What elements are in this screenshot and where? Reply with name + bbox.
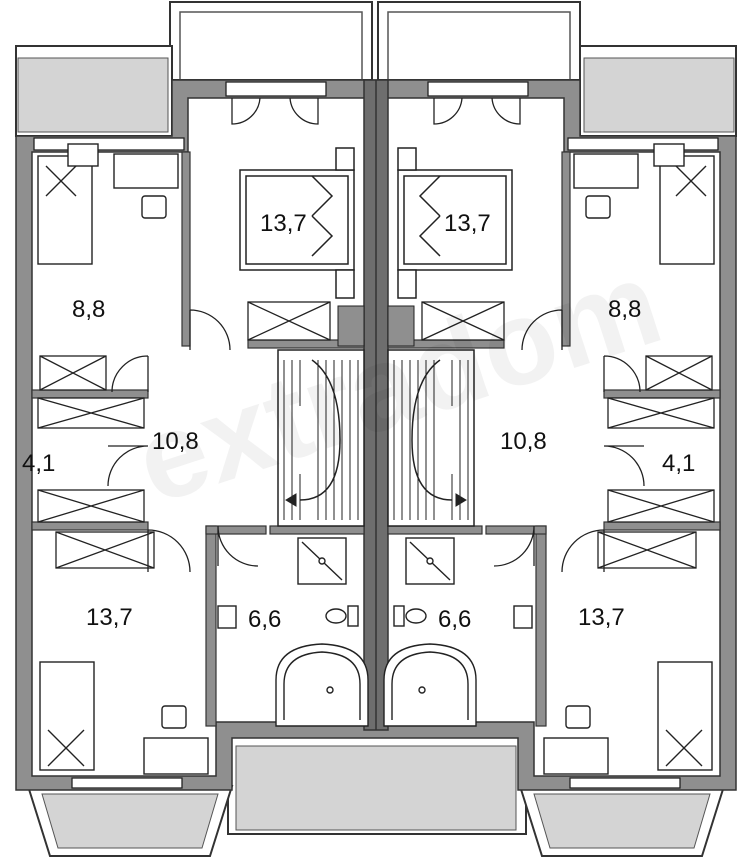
room-area-hall-left: 10,8 xyxy=(152,428,199,455)
room-area-storage-left: 4,1 xyxy=(22,450,56,477)
staircase-right xyxy=(387,305,475,527)
top-balcony-right xyxy=(377,1,581,81)
room-area-storage-right: 4,1 xyxy=(662,450,696,477)
windows-top xyxy=(33,81,719,789)
bay-balcony-left xyxy=(26,785,234,857)
staircase-left xyxy=(277,305,365,527)
bay-balcony-right xyxy=(518,785,726,857)
bottom-terrace xyxy=(227,735,527,835)
side-terrace-left xyxy=(15,45,173,137)
interior-walls-left xyxy=(31,151,365,727)
room-area-bedroom-top-left: 8,8 xyxy=(72,296,106,323)
double-bed-right xyxy=(397,147,513,299)
door-swings xyxy=(107,309,645,573)
balcony-doors xyxy=(231,97,521,125)
double-bed-left xyxy=(239,147,355,299)
single-beds xyxy=(37,143,715,775)
room-area-bedroom-bottom-left: 13,7 xyxy=(86,604,133,631)
room-area-master-bedroom-right: 13,7 xyxy=(444,210,491,237)
top-balcony-left xyxy=(169,1,373,81)
room-area-hall-right: 10,8 xyxy=(500,428,547,455)
room-area-bedroom-top-right: 8,8 xyxy=(608,296,642,323)
room-area-bathroom-left: 6,6 xyxy=(248,606,282,633)
room-area-bedroom-bottom-right: 13,7 xyxy=(578,604,625,631)
bathroom-fixtures xyxy=(217,537,533,727)
room-area-master-bedroom-left: 13,7 xyxy=(260,210,307,237)
room-area-bathroom-right: 6,6 xyxy=(438,606,472,633)
side-terrace-right xyxy=(579,45,737,137)
